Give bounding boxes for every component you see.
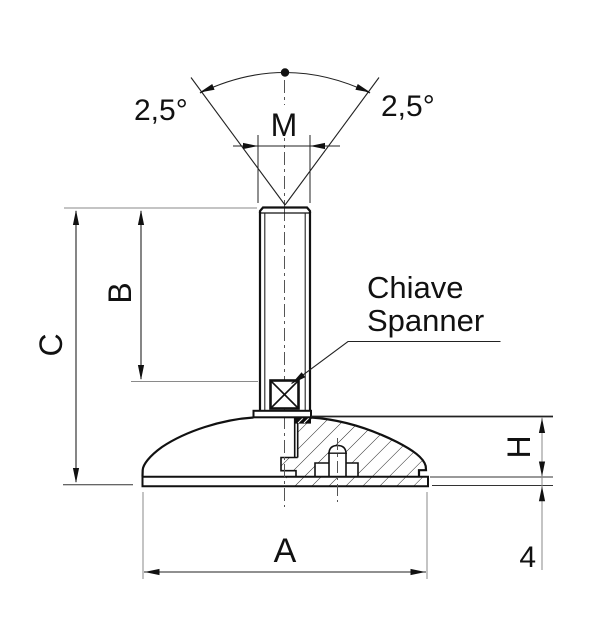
m-label-mask (266, 105, 303, 138)
angle-label-left: 2,5° (134, 94, 188, 127)
angle-dimension: 2,5° 2,5° (134, 68, 435, 206)
angle-line-left (190, 77, 286, 206)
thread-dimension-m: M (233, 105, 340, 203)
c-arrow-bottom (72, 468, 80, 483)
angle-line-right (284, 77, 380, 206)
arc-arrow-right (355, 84, 372, 96)
m-arrow-left (243, 142, 258, 150)
b-arrow-bottom (137, 365, 145, 380)
arc-arrow-left (198, 84, 215, 96)
spanner-flats (269, 379, 300, 410)
dimension-c: C (33, 207, 257, 486)
h-arrow-top (538, 418, 546, 433)
dimension-h: H 4 (311, 415, 553, 574)
dimension-b: B (102, 210, 258, 382)
base-section-hatch (281, 418, 426, 477)
recess-left-wall (314, 462, 329, 477)
a-label: A (274, 532, 297, 570)
base-plate-outline (141, 475, 429, 488)
stud-collar (252, 409, 312, 419)
pad-section-streak (303, 417, 310, 424)
h-label: H (501, 435, 537, 458)
leader-line (291, 340, 501, 384)
recess-right-wall (346, 462, 359, 477)
spanner-note-line1: Chiave (367, 270, 464, 305)
plate-arrow-up (538, 486, 546, 502)
c-label: C (33, 333, 69, 356)
b-label: B (102, 282, 138, 303)
pivot-dot (280, 68, 290, 77)
h-arrow-bottom (538, 461, 546, 477)
pad-section (295, 417, 311, 424)
stud-top-chamfer (258, 206, 312, 213)
base-plate-hatch (286, 477, 428, 486)
m-label: M (271, 107, 298, 143)
b-arrow-top (137, 210, 145, 225)
base-body (141, 416, 429, 502)
plate-thickness-label: 4 (519, 541, 536, 574)
spanner-leader: Chiave Spanner (289, 270, 501, 387)
spanner-note-line2: Spanner (367, 303, 484, 338)
bore-step (280, 456, 298, 477)
m-arrow-right (310, 142, 325, 150)
base-dome-right-outline (310, 416, 428, 477)
a-arrow-left (144, 568, 160, 576)
c-arrow-top (72, 210, 80, 225)
a-arrow-right (410, 568, 426, 576)
spanner-cross (270, 380, 299, 409)
dimension-a: A (142, 492, 428, 579)
base-dome-left-outline (141, 416, 254, 477)
angle-label-right: 2,5° (381, 90, 435, 123)
pad-section-streak (297, 417, 304, 424)
